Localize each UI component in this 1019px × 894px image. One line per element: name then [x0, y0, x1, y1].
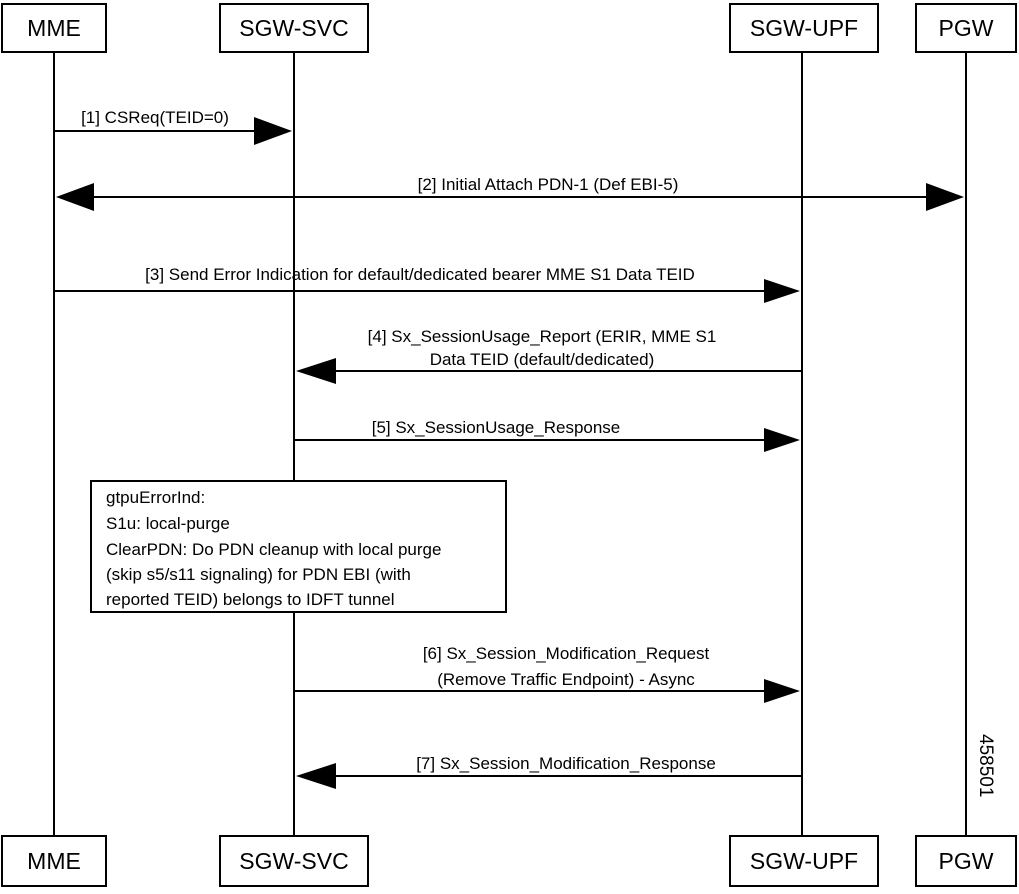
- message-1-label: [1] CSReq(TEID=0): [81, 108, 229, 127]
- message-4-label-line2: Data TEID (default/dedicated): [430, 350, 655, 369]
- actor-label: PGW: [939, 848, 994, 874]
- actor-label: PGW: [939, 15, 994, 41]
- arrowhead-right-icon: [764, 679, 800, 703]
- message-4: [4] Sx_SessionUsage_Report (ERIR, MME S1…: [296, 327, 802, 384]
- note-line-2: S1u: local-purge: [106, 514, 230, 533]
- message-1: [1] CSReq(TEID=0): [54, 108, 292, 145]
- actor-label: MME: [27, 848, 81, 874]
- actor-mme-bottom: MME: [1, 835, 107, 887]
- actor-label: MME: [27, 15, 81, 41]
- message-3-label: [3] Send Error Indication for default/de…: [145, 265, 695, 284]
- actors-bottom: MME SGW-SVC SGW-UPF PGW: [1, 835, 1017, 887]
- actor-label: SGW-SVC: [239, 15, 348, 41]
- arrowhead-right-icon: [254, 117, 292, 145]
- actor-pgw-bottom: PGW: [915, 835, 1017, 887]
- note-line-4: (skip s5/s11 signaling) for PDN EBI (wit…: [106, 565, 411, 584]
- figure-number: 458501: [975, 734, 996, 797]
- actor-label: SGW-SVC: [239, 848, 348, 874]
- message-5-label: [5] Sx_SessionUsage_Response: [372, 418, 621, 437]
- actor-sgw-upf-top: SGW-UPF: [729, 3, 879, 53]
- message-4-label-line1: [4] Sx_SessionUsage_Report (ERIR, MME S1: [368, 327, 717, 346]
- message-2: [2] Initial Attach PDN-1 (Def EBI-5): [56, 175, 964, 211]
- note-line-1: gtpuErrorInd:: [106, 488, 205, 507]
- message-7: [7] Sx_Session_Modification_Response: [296, 754, 802, 789]
- message-5: [5] Sx_SessionUsage_Response: [294, 418, 800, 452]
- message-7-label: [7] Sx_Session_Modification_Response: [416, 754, 716, 773]
- note-box: gtpuErrorInd: S1u: local-purge ClearPDN:…: [90, 480, 507, 613]
- message-6-label-line1: [6] Sx_Session_Modification_Request: [423, 644, 710, 663]
- actor-mme-top: MME: [1, 3, 107, 53]
- message-3: [3] Send Error Indication for default/de…: [54, 265, 800, 303]
- actor-pgw-top: PGW: [915, 3, 1017, 53]
- note-line-5: reported TEID) belongs to IDFT tunnel: [106, 590, 395, 609]
- arrowhead-left-icon: [296, 763, 336, 789]
- actor-sgw-svc-bottom: SGW-SVC: [219, 835, 369, 887]
- arrowhead-right-icon: [764, 279, 800, 303]
- arrowhead-left-icon: [296, 358, 336, 384]
- actor-label: SGW-UPF: [750, 15, 858, 41]
- message-6: [6] Sx_Session_Modification_Request (Rem…: [294, 644, 800, 703]
- arrowhead-right-icon: [926, 183, 964, 211]
- actor-sgw-svc-top: SGW-SVC: [219, 3, 369, 53]
- message-2-label: [2] Initial Attach PDN-1 (Def EBI-5): [418, 175, 679, 194]
- lifelines: [53, 52, 967, 836]
- arrowhead-right-icon: [764, 428, 800, 452]
- actor-sgw-upf-bottom: SGW-UPF: [729, 835, 879, 887]
- actor-label: SGW-UPF: [750, 848, 858, 874]
- actors-top: MME SGW-SVC SGW-UPF PGW: [1, 3, 1017, 53]
- arrowhead-left-icon: [56, 183, 94, 211]
- note-line-3: ClearPDN: Do PDN cleanup with local purg…: [106, 540, 441, 559]
- message-6-label-line2: (Remove Traffic Endpoint) - Async: [437, 670, 695, 689]
